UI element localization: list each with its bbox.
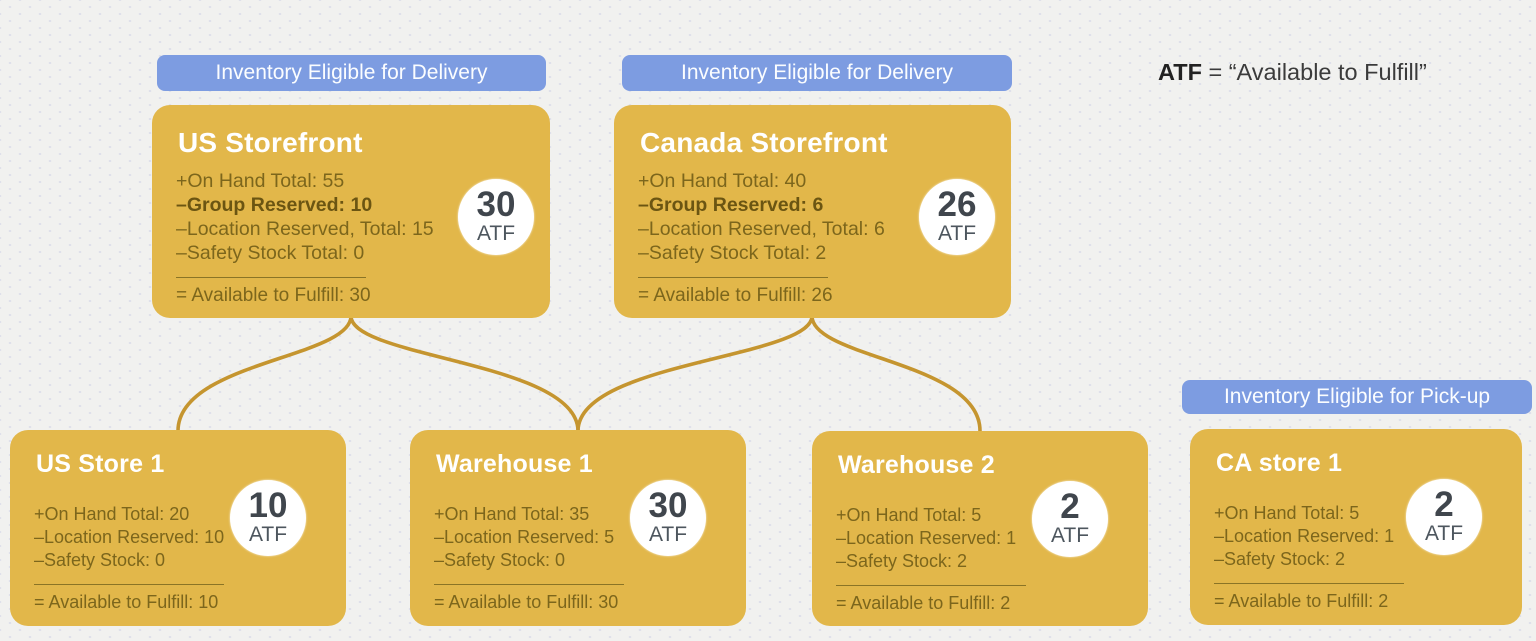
atf-label: ATF [476,222,516,246]
stat-available-to-fulfill: = Available to Fulfill: 2 [1214,591,1389,611]
atf-value: 2 [1434,485,1454,525]
sum-divider [836,585,1026,586]
stat-location-reserved: –Location Reserved: 10 [34,527,225,547]
connector-us-storefront-to-us-store-1 [176,314,353,433]
stat-safety-stock: –Safety Stock Total: 2 [638,242,827,264]
stat-on-hand: +On Hand Total: 35 [434,504,590,524]
stat-location-reserved: –Location Reserved: 1 [1214,526,1395,546]
atf-value: 2 [1060,487,1080,527]
connector-canada-storefront-to-warehouse-2 [810,314,982,433]
card-title: Warehouse 1 [436,450,593,478]
stat-group-reserved: –Group Reserved: 10 [176,194,373,216]
location-card-warehouse-1: Warehouse 1 +On Hand Total: 35 –Location… [410,430,746,626]
stat-location-reserved: –Location Reserved, Total: 6 [638,218,885,240]
location-card-ca-store-1: CA store 1 +On Hand Total: 5 –Location R… [1190,429,1522,625]
atf-label: ATF [1050,524,1090,548]
stat-location-reserved: –Location Reserved, Total: 15 [176,218,434,240]
stat-safety-stock: –Safety Stock Total: 0 [176,242,365,264]
atf-label: ATF [1424,522,1464,546]
card-title: US Storefront [178,127,363,158]
group-card-canada-storefront: Canada Storefront +On Hand Total: 40 –Gr… [614,105,1011,318]
stat-on-hand: +On Hand Total: 55 [176,170,345,192]
atf-badge: 10 ATF [230,480,306,556]
stat-safety-stock: –Safety Stock: 2 [836,551,968,571]
atf-badge: 30 ATF [630,480,706,556]
pill-label: Inventory Eligible for Delivery [681,61,953,84]
stat-available-to-fulfill: = Available to Fulfill: 2 [836,593,1011,613]
atf-legend: ATF = “Available to Fulfill” [1158,59,1427,86]
atf-value: 26 [937,185,977,225]
stat-safety-stock: –Safety Stock: 2 [1214,549,1346,569]
stat-safety-stock: –Safety Stock: 0 [434,550,566,570]
atf-badge: 2 ATF [1032,481,1108,557]
pickup-eligibility-pill: Inventory Eligible for Pick-up [1182,380,1532,414]
atf-label: ATF [648,523,688,547]
card-title: Warehouse 2 [838,451,995,479]
card-title: Canada Storefront [640,127,888,158]
stat-on-hand: +On Hand Total: 5 [1214,503,1360,523]
sum-divider [434,584,624,585]
connector-canada-storefront-to-warehouse-1 [576,314,814,433]
card-title: US Store 1 [36,450,165,478]
pill-label: Inventory Eligible for Pick-up [1223,385,1491,408]
location-card-warehouse-2: Warehouse 2 +On Hand Total: 5 –Location … [812,431,1148,626]
stat-safety-stock: –Safety Stock: 0 [34,550,166,570]
atf-value: 10 [248,486,288,526]
pill-label: Inventory Eligible for Delivery [215,61,488,84]
atf-badge: 30 ATF [458,179,534,255]
stat-available-to-fulfill: = Available to Fulfill: 26 [638,285,833,306]
connector-us-storefront-to-warehouse-1 [349,314,580,433]
atf-value: 30 [476,185,516,225]
atf-label: ATF [248,523,288,547]
stat-group-reserved: –Group Reserved: 6 [638,194,824,216]
stat-available-to-fulfill: = Available to Fulfill: 30 [176,285,371,306]
atf-value: 30 [648,486,688,526]
stat-on-hand: +On Hand Total: 5 [836,505,982,525]
atf-badge: 26 ATF [919,179,995,255]
stat-available-to-fulfill: = Available to Fulfill: 30 [434,592,619,612]
group-card-us-storefront: US Storefront +On Hand Total: 55 –Group … [152,105,550,318]
stat-location-reserved: –Location Reserved: 5 [434,527,615,547]
atf-label: ATF [937,222,977,246]
sum-divider [638,277,828,278]
delivery-eligibility-pill-us: Inventory Eligible for Delivery [157,55,546,91]
stat-available-to-fulfill: = Available to Fulfill: 10 [34,592,219,612]
sum-divider [176,277,366,278]
card-title: CA store 1 [1216,449,1343,477]
atf-badge: 2 ATF [1406,479,1482,555]
location-card-us-store-1: US Store 1 +On Hand Total: 20 –Location … [10,430,346,626]
atf-legend-definition: = “Available to Fulfill” [1201,59,1427,85]
delivery-eligibility-pill-canada: Inventory Eligible for Delivery [622,55,1012,91]
sum-divider [1214,583,1404,584]
stat-on-hand: +On Hand Total: 20 [34,504,190,524]
stat-location-reserved: –Location Reserved: 1 [836,528,1017,548]
stat-on-hand: +On Hand Total: 40 [638,170,807,192]
sum-divider [34,584,224,585]
atf-legend-term: ATF [1158,59,1202,85]
